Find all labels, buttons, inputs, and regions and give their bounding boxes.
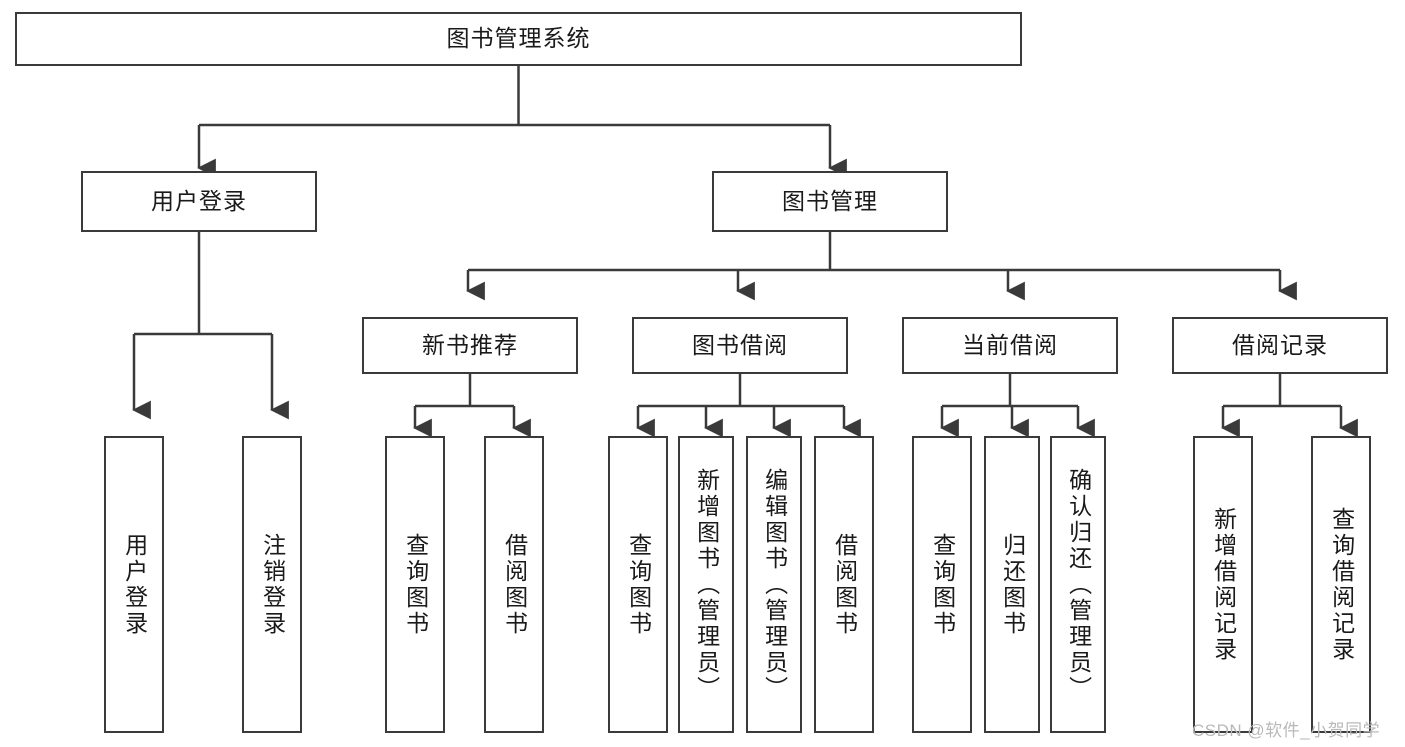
leaf-edit-book-label: 编辑图书（管理员） xyxy=(761,467,788,702)
leaf-return-book[interactable]: 归还图书 xyxy=(984,436,1040,733)
node-book-manage-label: 图书管理 xyxy=(782,187,878,214)
leaf-edit-book[interactable]: 编辑图书（管理员） xyxy=(746,436,802,733)
node-root-label: 图书管理系统 xyxy=(446,25,591,52)
leaf-query-book-1[interactable]: 查询图书 xyxy=(385,436,445,733)
node-root[interactable]: 图书管理系统 xyxy=(15,12,1022,66)
leaf-user-login-label: 用户登录 xyxy=(121,532,148,637)
node-user-login[interactable]: 用户登录 xyxy=(81,171,317,232)
node-borrow-record-label: 借阅记录 xyxy=(1232,331,1328,358)
leaf-add-record-label: 新增借阅记录 xyxy=(1210,506,1237,663)
leaf-query-book-3-label: 查询图书 xyxy=(929,532,956,637)
leaf-query-record-label: 查询借阅记录 xyxy=(1328,506,1355,663)
node-borrow-record[interactable]: 借阅记录 xyxy=(1172,317,1388,374)
leaf-borrow-book-1[interactable]: 借阅图书 xyxy=(484,436,544,733)
leaf-query-book-2[interactable]: 查询图书 xyxy=(608,436,668,733)
leaf-logout-label: 注销登录 xyxy=(259,532,286,637)
node-book-borrow-label: 图书借阅 xyxy=(692,331,788,358)
node-book-manage[interactable]: 图书管理 xyxy=(712,171,948,232)
node-current-borrow-label: 当前借阅 xyxy=(962,331,1058,358)
node-user-login-label: 用户登录 xyxy=(151,187,247,214)
csdn-watermark: CSDN @软件_小贺同学 xyxy=(1192,721,1381,740)
leaf-add-book-label: 新增图书（管理员） xyxy=(693,467,720,702)
leaf-add-record[interactable]: 新增借阅记录 xyxy=(1193,436,1253,733)
leaf-borrow-book-2-label: 借阅图书 xyxy=(831,532,858,637)
node-book-borrow[interactable]: 图书借阅 xyxy=(632,317,848,374)
leaf-logout[interactable]: 注销登录 xyxy=(242,436,302,733)
leaf-query-record[interactable]: 查询借阅记录 xyxy=(1311,436,1371,733)
node-new-book-rec[interactable]: 新书推荐 xyxy=(362,317,578,374)
leaf-add-book[interactable]: 新增图书（管理员） xyxy=(678,436,734,733)
leaf-confirm-return-label: 确认归还（管理员） xyxy=(1065,467,1092,702)
node-current-borrow[interactable]: 当前借阅 xyxy=(902,317,1118,374)
leaf-confirm-return[interactable]: 确认归还（管理员） xyxy=(1050,436,1106,733)
leaf-user-login[interactable]: 用户登录 xyxy=(104,436,164,733)
node-new-book-rec-label: 新书推荐 xyxy=(422,331,518,358)
leaf-borrow-book-1-label: 借阅图书 xyxy=(501,532,528,637)
leaf-query-book-1-label: 查询图书 xyxy=(402,532,429,637)
leaf-borrow-book-2[interactable]: 借阅图书 xyxy=(814,436,874,733)
leaf-return-book-label: 归还图书 xyxy=(999,532,1026,637)
leaf-query-book-2-label: 查询图书 xyxy=(625,532,652,637)
leaf-query-book-3[interactable]: 查询图书 xyxy=(912,436,972,733)
